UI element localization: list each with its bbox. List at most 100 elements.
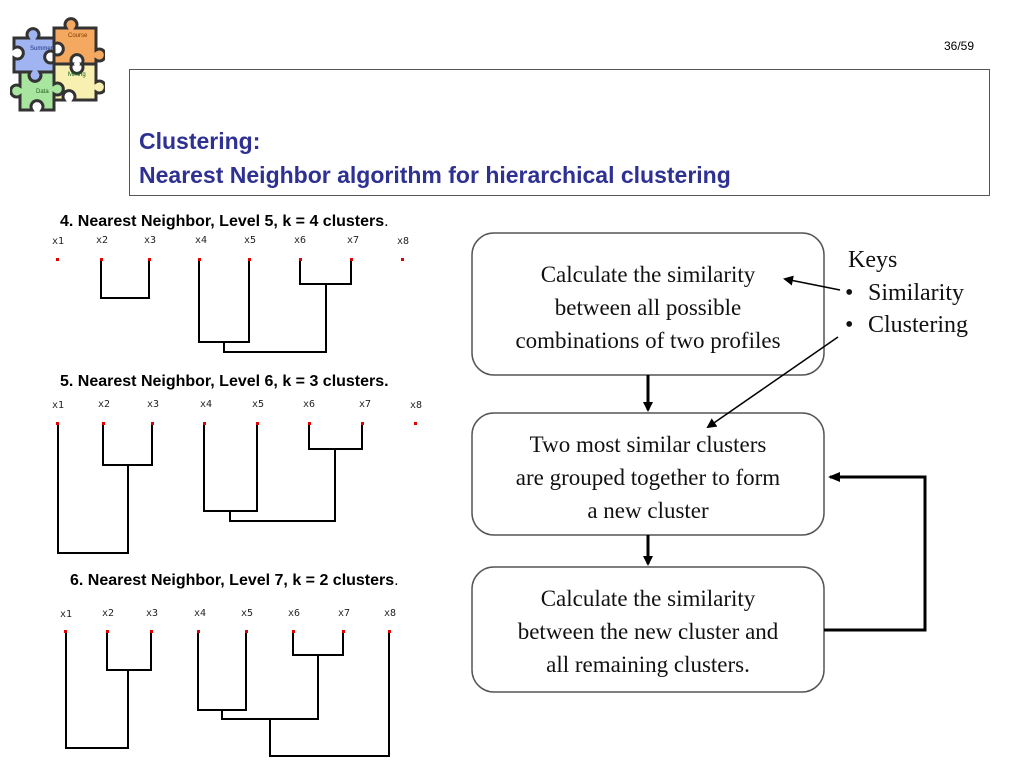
leaf-point (388, 630, 391, 633)
box2-line3: a new cluster (587, 498, 709, 523)
leaf-point (350, 258, 353, 261)
caption-period: . (394, 572, 399, 589)
puzzle-piece-data (10, 70, 65, 112)
leaf-label: x2 (102, 608, 114, 619)
leaf-point (197, 630, 200, 633)
caption-period: . (384, 213, 389, 230)
dendrogram-caption-1: 4. Nearest Neighbor, Level 5, k = 4 clus… (60, 213, 389, 231)
box1-line3: combinations of two profiles (515, 328, 780, 353)
leaf-point (150, 630, 153, 633)
leaf-label: x3 (147, 399, 159, 410)
box1-line1: Calculate the similarity (541, 262, 756, 287)
leaf-label: x8 (384, 608, 396, 619)
page-title-line2: Nearest Neighbor algorithm for hierarchi… (139, 162, 731, 188)
leaf-point (102, 422, 105, 425)
key-clustering: Clustering (868, 312, 968, 338)
leaf-point (361, 422, 364, 425)
key-bullet: • (845, 312, 853, 338)
caption-text: 6. Nearest Neighbor, Level 7, k = 2 clus… (70, 572, 395, 589)
key-clustering-pointer (706, 336, 839, 429)
leaf-point (56, 422, 59, 425)
leaf-point (198, 258, 201, 261)
key-similarity: Similarity (868, 280, 964, 306)
leaf-label: x3 (146, 608, 158, 619)
leaf-label: x7 (347, 235, 359, 246)
leaf-label: x5 (244, 235, 256, 246)
leaf-point (203, 422, 206, 425)
leaf-label: x7 (359, 399, 371, 410)
title-box (129, 69, 990, 196)
caption-period: . (384, 373, 389, 390)
dendrogram-1: x1 x2 x3 x4 x5 x6 x7 x8 (52, 235, 409, 353)
leaf-label: x3 (144, 235, 156, 246)
puzzle-label-mining: Mining (68, 72, 86, 78)
dendrogram-3: x1 x2 x3 x4 x5 x6 x7 x8 (60, 608, 396, 757)
leaf-label: x5 (252, 399, 264, 410)
leaf-point (64, 630, 67, 633)
branch-join-x8 (269, 633, 390, 757)
puzzle-label-data: Data (36, 89, 49, 95)
leaf-label: x1 (52, 400, 64, 411)
leaf-label: x2 (96, 235, 108, 246)
leaf-point (248, 258, 251, 261)
branch-x6-x7 (299, 261, 352, 285)
arrow-loop-back (824, 472, 927, 632)
leaf-point (256, 422, 259, 425)
box3-line2: between the new cluster and (518, 619, 779, 644)
leaf-point (151, 422, 154, 425)
branch-x2-x3 (106, 633, 152, 671)
leaf-point (299, 258, 302, 261)
branch-x4-x5 (198, 261, 250, 343)
branch-x1-x2x3 (57, 425, 129, 554)
dendrogram-caption-2: 5. Nearest Neighbor, Level 6, k = 3 clus… (60, 373, 389, 391)
leaf-point (342, 630, 345, 633)
box2-line1: Two most similar clusters (530, 432, 767, 457)
branch-x4-x5 (203, 425, 258, 512)
puzzle-label-course: Course (68, 33, 88, 39)
leaf-point (56, 258, 59, 261)
box2-line2: are grouped together to form (516, 465, 781, 490)
page-number: 36/59 (944, 39, 975, 53)
branch-x2-x3 (100, 261, 150, 299)
branch-join-x4x5-x6x7 (223, 284, 327, 353)
caption-text: 5. Nearest Neighbor, Level 6, k = 3 clus… (60, 373, 385, 390)
leaf-label: x4 (194, 608, 206, 619)
leaf-label: x4 (200, 399, 212, 410)
branch-x1-x2x3 (65, 633, 129, 749)
leaf-point (245, 630, 248, 633)
puzzle-piece-course (52, 17, 105, 66)
box1-line2: between all possible (555, 295, 742, 320)
puzzle-label-summer: Summer (30, 46, 53, 52)
page-title-line1: Clustering: (139, 128, 261, 154)
leaf-label: x6 (288, 608, 300, 619)
box3-line3: all remaining clusters. (546, 652, 750, 677)
leaf-label: x2 (98, 399, 110, 410)
dendrogram-2: x1 x2 x3 x4 x5 x6 x7 x8 (52, 399, 422, 554)
leaf-label: x7 (338, 608, 350, 619)
leaf-point (292, 630, 295, 633)
branch-x6-x7 (292, 633, 344, 656)
leaf-label: x5 (241, 608, 253, 619)
keys-title: Keys (848, 247, 897, 273)
branch-join-x4x5-x6x7 (229, 449, 336, 522)
leaf-label: x8 (410, 400, 422, 411)
leaf-point (106, 630, 109, 633)
leaf-point (414, 422, 417, 425)
leaf-label: x8 (397, 236, 409, 247)
leaf-label: x6 (294, 235, 306, 246)
branch-x4-x5 (197, 633, 247, 711)
caption-text: 4. Nearest Neighbor, Level 5, k = 4 clus… (60, 213, 385, 230)
leaf-label: x1 (52, 236, 64, 247)
key-similarity-pointer (783, 275, 841, 291)
branch-x6-x7 (308, 425, 363, 450)
leaf-point (308, 422, 311, 425)
flowchart: Calculate the similarity between all pos… (471, 232, 968, 693)
dendrogram-caption-3: 6. Nearest Neighbor, Level 7, k = 2 clus… (70, 572, 399, 590)
branch-x2-x3 (102, 425, 153, 466)
leaf-label: x6 (303, 399, 315, 410)
box3-line1: Calculate the similarity (541, 586, 756, 611)
leaf-point (401, 258, 404, 261)
leaf-point (100, 258, 103, 261)
puzzle-logo: Course Summer Mining Data (10, 17, 105, 112)
leaf-label: x1 (60, 609, 72, 620)
